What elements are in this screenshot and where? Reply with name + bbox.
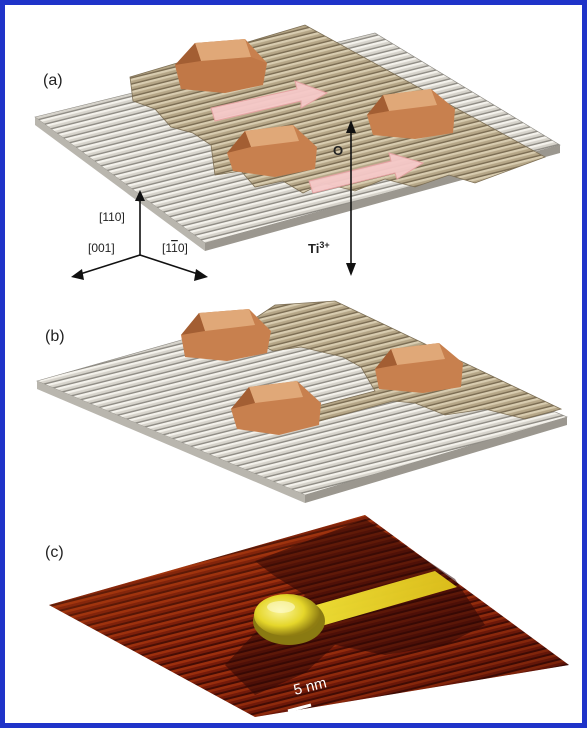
- panel-b-substrate-edge: [305, 417, 567, 503]
- axis-1-10-suffix: 0]: [178, 241, 188, 255]
- panel-b: (b): [36, 300, 568, 503]
- axis-110-label: [110]: [99, 210, 125, 224]
- stm-bright-stripe: [295, 571, 457, 629]
- stm-cluster: [253, 594, 325, 645]
- panel-a-transport-arrow: [346, 120, 356, 276]
- panel-a-cluster-2: [367, 89, 455, 139]
- panel-a-diffusion-arrow-1: [210, 80, 329, 122]
- panel-b-cluster-1: [181, 309, 271, 361]
- panel-c-label: (c): [45, 544, 64, 561]
- panel-b-label: (b): [45, 328, 65, 345]
- panel-a-cluster-3: [227, 125, 317, 177]
- scale-bar: [287, 703, 312, 713]
- panel-a-cluster-1: [175, 39, 267, 93]
- ti3-label-base: Ti: [308, 241, 319, 256]
- panel-b-cluster-2: [375, 343, 463, 393]
- ti3-label-sup: 3+: [319, 240, 329, 250]
- oxygen-label: O: [333, 143, 343, 158]
- panel-a-substrate-side: [35, 117, 205, 251]
- figure-canvas: (a) O: [34, 24, 569, 717]
- panel-b-cluster-3: [231, 381, 321, 435]
- panel-a-diffusion-arrow-2: [308, 152, 425, 194]
- panel-b-substrate-side: [37, 381, 305, 503]
- panel-a-label: (a): [43, 72, 63, 89]
- panel-a: (a) O: [34, 24, 561, 276]
- panel-c: (c) 5 nm: [45, 515, 569, 717]
- axis-1-10-bar: 1: [171, 241, 178, 255]
- axis-001-label: [001]: [88, 241, 115, 255]
- axis-1-10-label: [110]: [162, 241, 188, 255]
- ti3-label: Ti3+: [308, 240, 330, 256]
- axis-1-10-prefix: [1: [162, 241, 172, 255]
- crystal-axes: [110] [001] [110]: [71, 190, 208, 281]
